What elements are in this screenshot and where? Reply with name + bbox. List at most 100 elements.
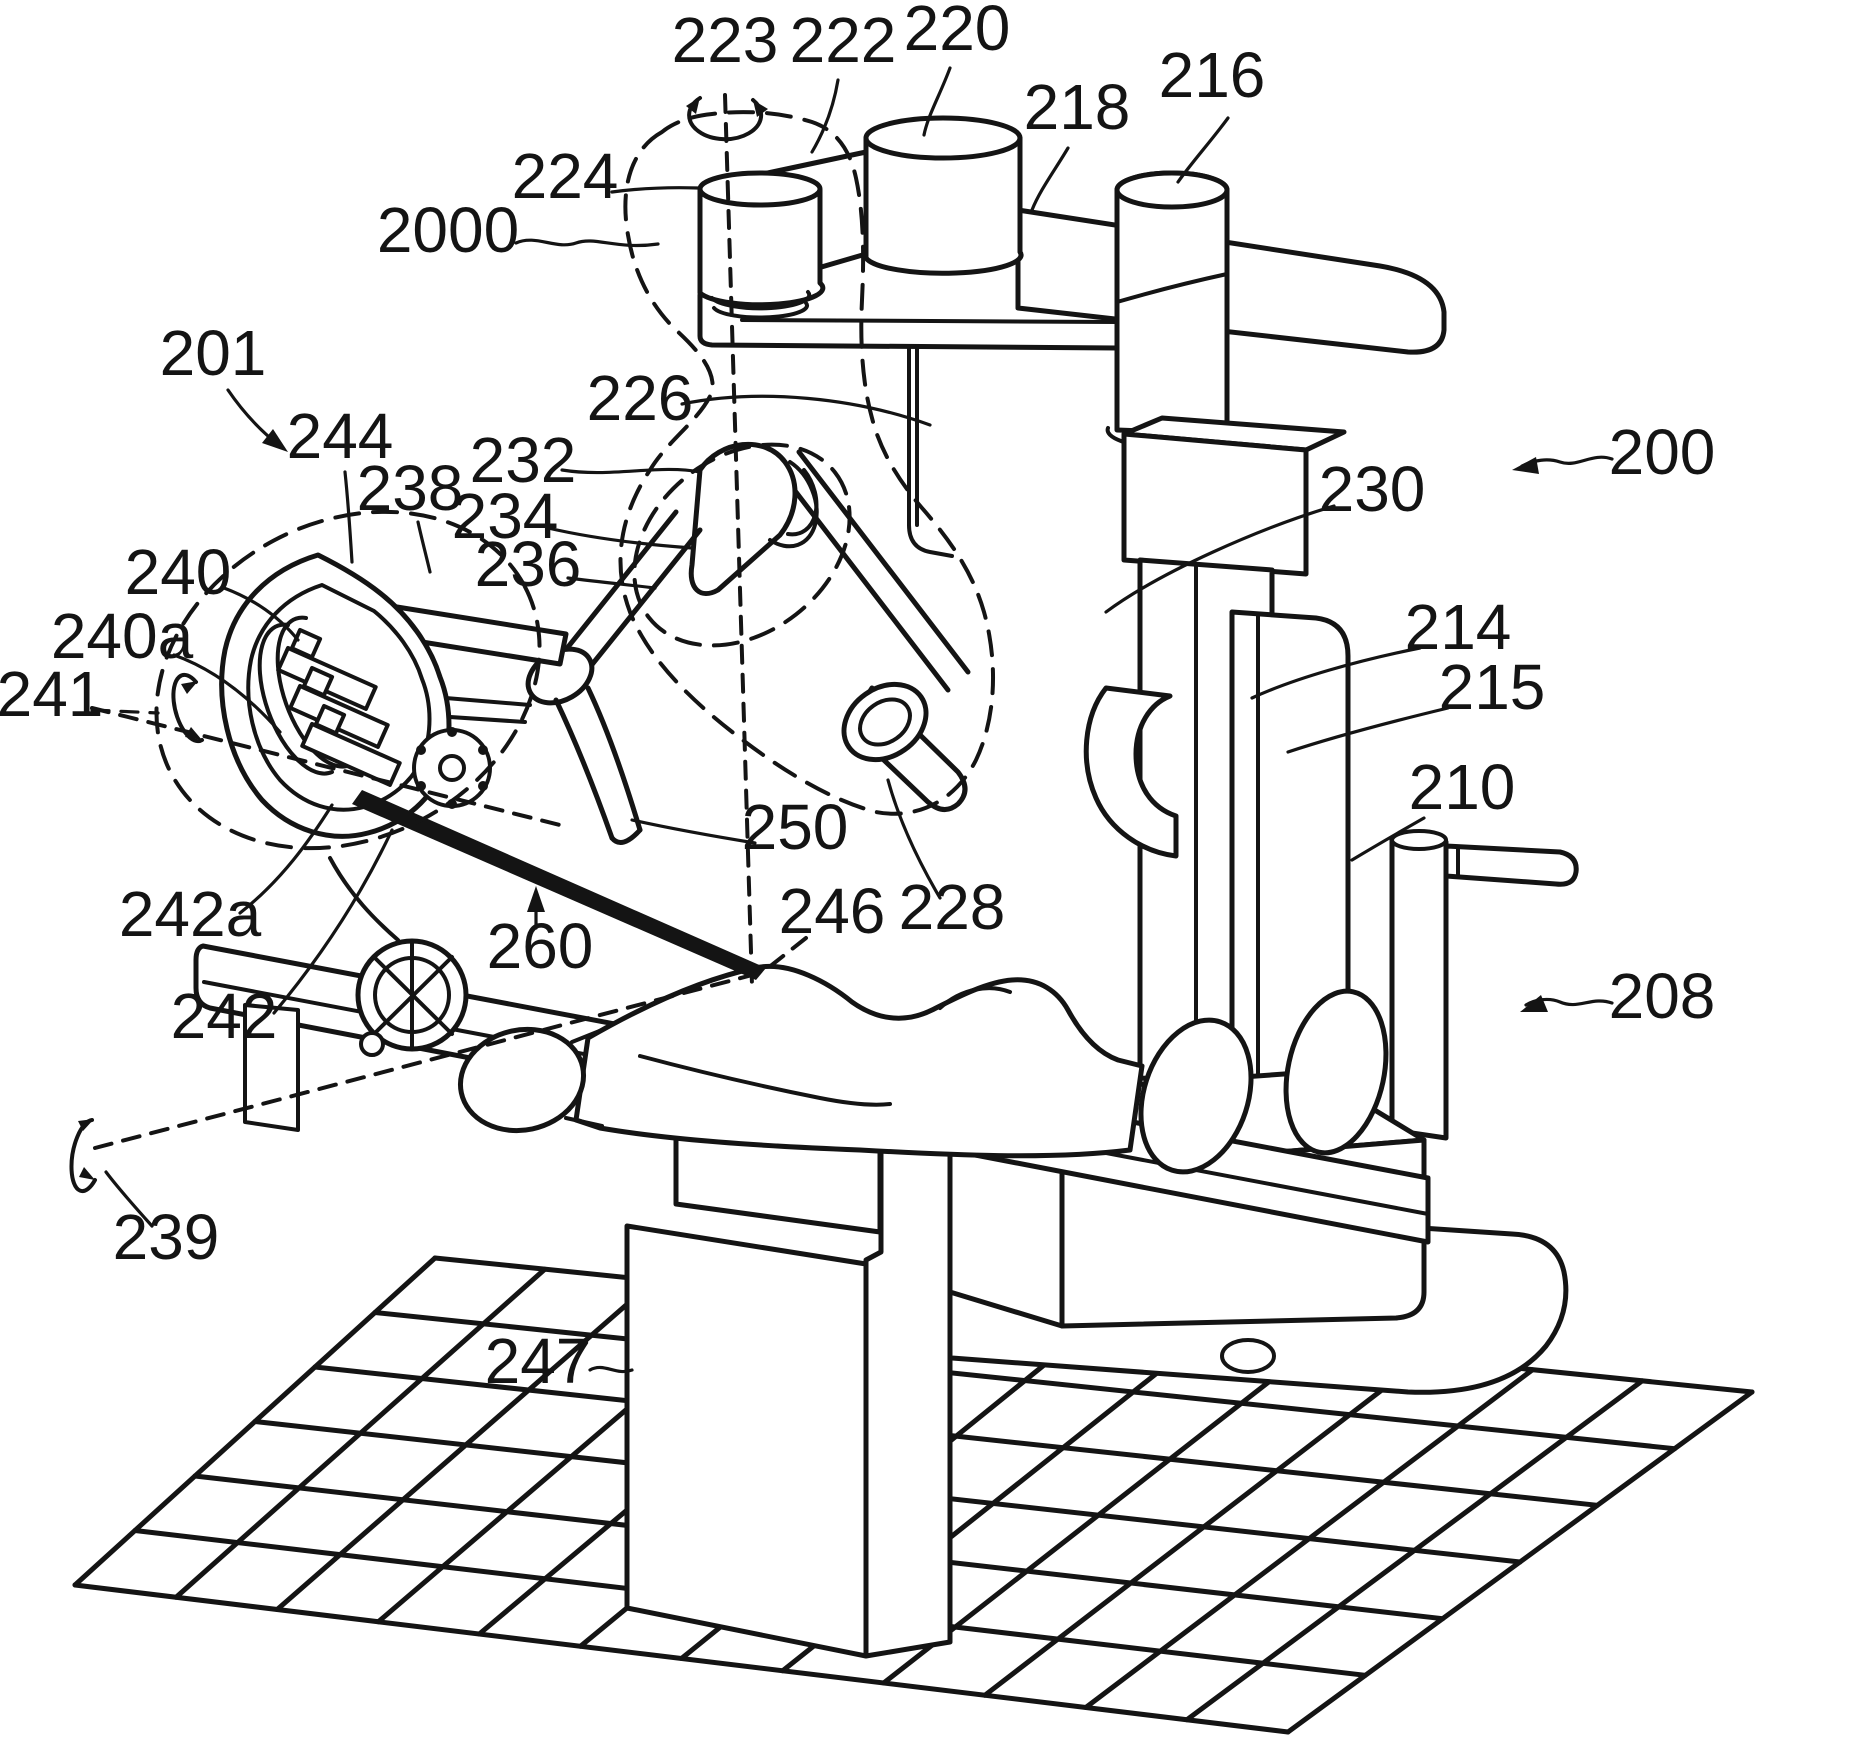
leader-215 [1286,706,1450,754]
ref-label-240a: 240a [51,600,194,672]
boundary-238 [154,509,542,851]
rotation-symbols [69,96,768,1194]
floor-grid-line [173,1266,548,1600]
leader-222 [810,78,840,154]
floor-grid-line [982,1356,1426,1698]
rotation-symbol-223 [686,96,768,142]
patient-arm [638,1054,892,1107]
axis-223-line [723,93,754,987]
rotation-symbol-241 [171,672,204,744]
mount-ring-arc1 [257,622,334,776]
cylinder-224-flange2 [712,301,809,320]
boundary-2000 [618,110,995,816]
leader-216 [1176,116,1230,184]
leader-228 [886,778,942,900]
ref-label-246: 246 [779,875,886,947]
leader-2000 [514,238,660,248]
arrowhead-208 [1520,995,1548,1012]
cylinder-220-top [863,115,1023,161]
floor-grid-line [274,1277,657,1612]
cylinder-216-seam [1115,272,1229,304]
ref-label-236: 236 [475,528,582,600]
balance-rod-foot [907,523,954,558]
ref-label-232: 232 [470,424,577,496]
holder-link-end [609,827,643,845]
leader-250 [630,818,757,845]
ref-label-234: 234 [452,480,559,552]
ref-label-214: 214 [1405,591,1512,663]
leader-239 [104,1170,154,1228]
leader-241 [90,708,160,715]
shoulder-bracket-top [740,318,1119,324]
leader-238 [416,520,432,574]
base-caster [1220,1338,1276,1374]
leader-246-dashed [766,936,808,970]
leader-232 [560,467,702,475]
axis-241-line [90,706,562,827]
head-frame-link [328,856,400,942]
ref-label-242a: 242a [119,878,262,950]
handle-bar-210 [1443,843,1579,887]
ref-label-220: 220 [904,0,1011,64]
arm-218 [1015,207,1447,355]
leader-214 [1250,646,1422,700]
handle-post-cap [1390,829,1448,851]
cylinder-224-flange [710,290,812,311]
handle-post-210 [1389,835,1449,1141]
leader-220 [922,66,952,137]
floor-grid-line [1083,1367,1535,1710]
instrument-drive-3 [300,722,402,787]
floor-grid-line [1285,1389,1755,1735]
head-frame [328,856,469,1057]
ref-label-218: 218 [1024,71,1131,143]
instrument-cluster-242 [257,615,492,809]
ref-label-210: 210 [1409,751,1516,823]
patient-neck-top [570,1028,604,1044]
elbow-link-232 [688,441,798,597]
ref-label-240: 240 [125,536,232,608]
ref-label-230: 230 [1319,453,1426,525]
floor-grid-line [1184,1378,1645,1723]
leader-234 [546,526,694,550]
boundary-236 [632,442,852,648]
leader-226 [680,394,932,427]
column-cover-215 [1229,609,1351,1089]
patient-head [457,1026,587,1134]
ref-label-222: 222 [790,4,897,76]
sterile-flange-242a [412,728,492,808]
leader-236 [566,576,657,590]
carriage-230-front [1121,431,1309,577]
holder-link-left [553,697,615,841]
ref-label-228: 228 [899,871,1006,943]
ref-label-241: 241 [0,658,103,730]
column-hook-bracket [1083,685,1179,859]
ref-label-216: 216 [1159,39,1266,111]
patient-body [573,964,1145,1159]
shoulder-bracket-bottom [697,292,1120,351]
end-effector-240 [219,552,492,839]
floor-grid-line [881,1344,1316,1686]
pedestal-front-face [624,1223,869,1659]
leader-242 [272,828,394,1015]
arm-linkage [319,441,971,845]
ref-label-250: 250 [742,791,849,863]
ref-label-208: 208 [1609,960,1716,1032]
patient-foot-left [1138,1017,1254,1175]
dashed-overlays [90,93,995,1150]
joint-228-bore [858,697,912,747]
ref-label-260: 260 [487,910,594,982]
drive-cap-2 [301,666,335,698]
leader-230 [1104,504,1336,614]
cylinder-224-top [697,170,823,208]
arrowhead-200 [1512,457,1539,474]
drive-cap-3 [313,704,347,736]
arrowhead-201 [262,429,288,452]
robot-column [1015,170,1579,1141]
mount-ring-arc2 [275,615,352,769]
leader-218 [1030,146,1070,212]
ref-label-244: 244 [287,400,394,472]
joint-cylinder-220 [863,135,1024,276]
link-to-wrist-upper [553,509,679,665]
